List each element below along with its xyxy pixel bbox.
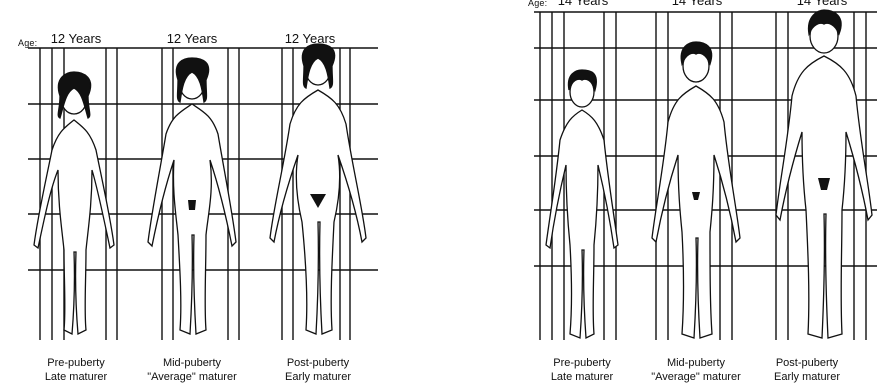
maturer-label: Late maturer	[11, 370, 141, 384]
maturer-label: Early maturer	[742, 370, 872, 384]
figure-caption: Pre-puberty Late maturer	[11, 356, 141, 384]
stage-label: Pre-puberty	[517, 356, 647, 370]
stage-label: Post-puberty	[253, 356, 383, 370]
figure-girl-pre-puberty	[34, 72, 114, 334]
boys-grid-figure	[524, 0, 877, 389]
maturer-label: Early maturer	[253, 370, 383, 384]
figure-age-label: 12 Years	[21, 31, 131, 46]
figure-boy-mid-puberty	[652, 42, 740, 338]
stage-label: Post-puberty	[742, 356, 872, 370]
figure-caption: Post-puberty Early maturer	[742, 356, 872, 384]
girls-panel: Age: 12 Years 12 Years 12 Years Pre-pube…	[0, 0, 400, 389]
figure-age-label: 14 Years	[767, 0, 877, 8]
figure-age-label: 14 Years	[528, 0, 638, 8]
boys-panel: Age: 14 Years 14 Years 14 Years Pre-pube…	[524, 0, 877, 389]
figure-girl-post-puberty	[270, 44, 366, 334]
figure-caption: Pre-puberty Late maturer	[517, 356, 647, 384]
figure-caption: Mid-puberty "Average" maturer	[127, 356, 257, 384]
girls-grid-figure	[0, 0, 400, 389]
stage-label: Mid-puberty	[127, 356, 257, 370]
stage-label: Pre-puberty	[11, 356, 141, 370]
maturer-label: "Average" maturer	[127, 370, 257, 384]
maturer-label: Late maturer	[517, 370, 647, 384]
figure-girl-mid-puberty	[148, 58, 236, 334]
figure-age-label: 12 Years	[255, 31, 365, 46]
figure-boy-pre-puberty	[546, 70, 618, 338]
figure-boy-post-puberty	[776, 10, 872, 338]
figure-caption: Post-puberty Early maturer	[253, 356, 383, 384]
figure-age-label: 12 Years	[137, 31, 247, 46]
figure-age-label: 14 Years	[642, 0, 752, 8]
